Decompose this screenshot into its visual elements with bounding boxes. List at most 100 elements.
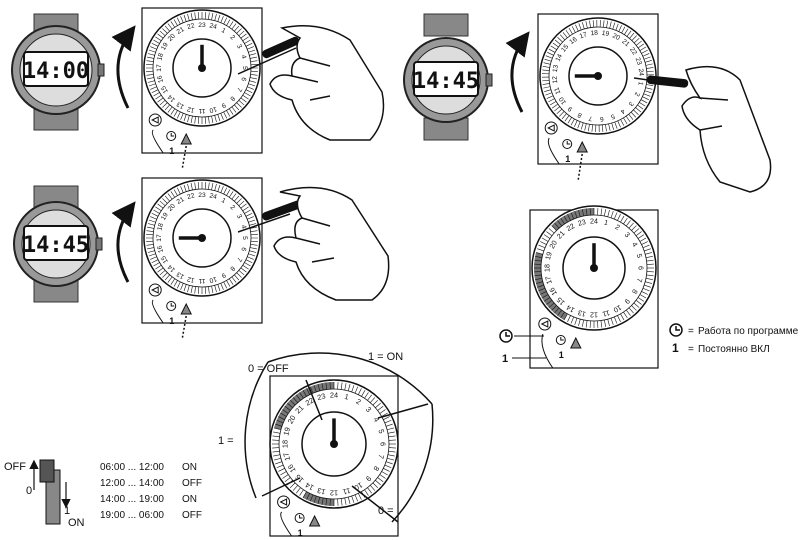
watch-3: 14:45 [13,185,103,303]
clock-mode-icon [562,139,573,149]
segment-tick [384,464,392,469]
arc-label-left: 1 = [218,435,234,447]
segment-tick [162,28,168,34]
pointer-hub [590,264,598,272]
segment-tick [250,230,258,232]
segment-tick [220,113,224,120]
segment-tick [377,477,384,482]
dial-hour-number: 9 [220,101,227,109]
pushed-segment [544,297,552,305]
dial-hour-number: 17 [156,234,163,242]
pushed-segment [557,218,565,226]
dial-hour-number: 8 [371,464,381,472]
segment-tick [535,252,543,255]
pushed-segment [564,214,571,223]
segment-tick [173,189,178,196]
segment-tick [610,318,614,325]
pushed-segment [554,307,562,316]
clock-mode-icon [166,131,177,141]
segment-tick [580,122,584,130]
legend-program-label: Работа по программе [698,325,799,337]
segment-tick [617,214,621,221]
dial-hour-number: 14 [565,303,576,314]
segment-tick [159,270,166,276]
segment-tick [551,225,557,231]
segment-tick [589,20,591,28]
segment-tick [204,182,206,190]
segment-tick [183,114,187,122]
segment-tick [548,302,555,308]
switch-on-label: ON [68,517,85,529]
dial-hour-number: 2 [354,397,362,407]
segment-tick [358,493,362,500]
pushed-segment [287,400,296,408]
segment-tick [340,382,343,390]
dial-hour-number: 24 [590,217,598,225]
segment-tick [153,209,160,214]
segment-tick [292,397,298,403]
segment-tick [249,53,257,56]
rotation-arrow-3 [111,201,136,283]
clock-mode-icon [294,513,305,523]
watch-2: 14:45 [403,13,493,141]
segment-tick [217,14,221,22]
segment-tick [238,200,245,206]
segment-tick [282,474,289,479]
segment-tick [231,106,237,113]
segment-tick [278,468,285,472]
segment-tick [176,111,181,119]
segment-tick [351,385,355,393]
pointer-hub [594,72,602,80]
segment-tick [379,409,386,414]
dial-hour-number: 12 [590,311,598,319]
segment-tick [574,211,578,218]
segment-tick [240,203,247,209]
segment-tick [173,280,178,287]
segment-tick [146,244,154,246]
dial-hour-number: 18 [543,264,551,272]
segment-tick [245,42,253,47]
mode-selector-icon [148,283,162,297]
segment-tick [151,89,159,94]
segment-tick [642,53,650,57]
segment-tick [234,104,240,111]
dial-hour-number: 17 [544,275,554,285]
dial-hour-number: 18 [156,52,165,61]
mode-switch [29,459,71,525]
dial-hour-number: 2 [633,91,641,98]
segment-tick [147,80,155,83]
segment-tick [147,226,155,229]
dial-hour-number: 9 [364,474,373,483]
segment-tick [591,124,593,132]
side-clock-icon [499,329,513,343]
segment-tick [545,92,553,96]
segment-tick [148,83,156,87]
segment-tick [385,461,393,465]
dial-hour-number: 23 [316,391,326,402]
segment-tick [231,276,237,283]
dial-hour-number: 22 [628,46,638,56]
segment-tick [567,315,571,322]
segment-tick [146,240,154,242]
segment-tick [245,212,253,217]
segment-tick [309,386,314,394]
segment-tick [164,25,170,32]
segment-tick [364,489,369,496]
segment-tick [563,313,568,321]
pushed-segment [554,220,562,229]
segment-tick [344,383,347,391]
pointer-hub [330,440,338,448]
segment-tick [372,399,379,406]
segment-tick [321,497,324,505]
segment-tick [617,120,621,128]
dial-hour-number: 5 [609,112,615,120]
mode-selector-icon [148,113,162,127]
pushed-segment [534,260,542,265]
watch-1: 14:00 [11,13,105,131]
dial-hour-number: 8 [630,288,639,295]
segment-tick [317,497,321,504]
schedule-state: OFF [182,510,202,521]
dial-hour-number: 13 [552,64,560,73]
segment-tick [375,402,381,408]
